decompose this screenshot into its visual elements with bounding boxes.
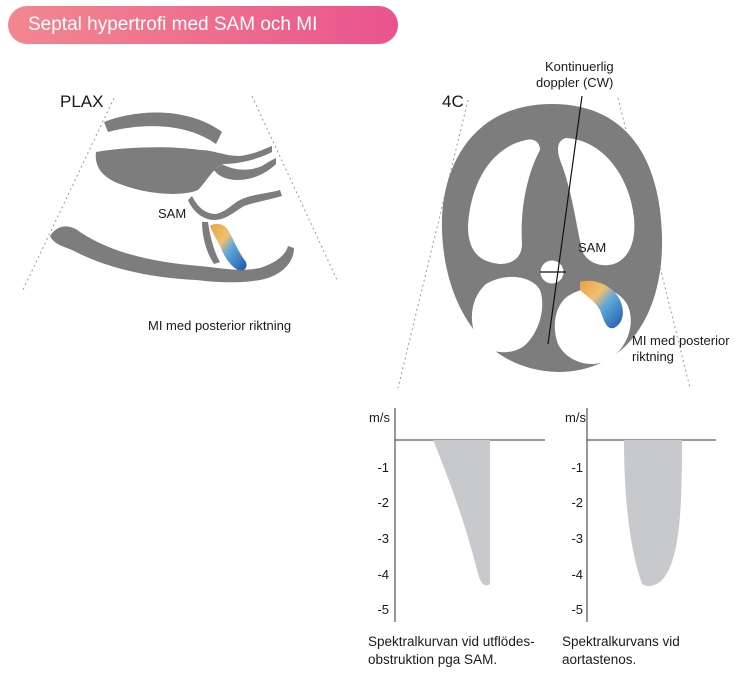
spectrum-1-tick: -5 [377, 602, 389, 617]
4c-cw-doppler-line [547, 95, 583, 345]
four-chamber-view [397, 95, 691, 389]
spectrum-2-tick: -2 [571, 495, 583, 510]
4c-mi-label-line1: MI med posterior [632, 333, 730, 348]
spectrum-2-caption-line2: aortastenos. [562, 652, 637, 667]
plax-posterior-leaflet [202, 222, 220, 264]
4c-mi-label-line2: riktning [632, 349, 674, 364]
spectrum-2-tick: -4 [571, 567, 583, 582]
spectrum-2-tick: -1 [571, 460, 583, 475]
plax-mi-label: MI med posterior riktning [148, 318, 292, 333]
spectrum-1-envelope [433, 440, 490, 586]
4c-ra-cavity [471, 276, 543, 353]
4c-rv-cavity [468, 139, 540, 264]
spectrum-1-tick: -2 [377, 495, 389, 510]
spectrum-2-caption-line1: Spektralkurvans vid [562, 634, 680, 649]
plax-sector-left [21, 97, 115, 293]
4c-sector-left [397, 99, 469, 389]
4c-sam-label: SAM [578, 240, 607, 255]
spectrum-2-unit: m/s [565, 410, 586, 425]
4c-lv-cavity [558, 138, 635, 266]
spectrum-1-tick: -1 [377, 460, 389, 475]
spectrum-1-caption-line2: obstruktion pga SAM. [368, 652, 498, 667]
spectrum-1-tick: -3 [377, 531, 389, 546]
plax-mi-jet [210, 223, 247, 271]
plax-aortic-root [214, 158, 276, 180]
spectrum-2-envelope [624, 440, 682, 587]
spectrum-2-tick: -5 [571, 602, 583, 617]
spectrum-1-caption-line1: Spektralkurvan vid utflödes- [368, 634, 535, 649]
plax-posterior-wall [50, 226, 294, 283]
plax-sector-right [251, 95, 339, 283]
spectrum-chart-2 [586, 408, 716, 622]
4c-mi-jet [580, 280, 623, 329]
spectrum-1-tick: -4 [377, 567, 389, 582]
spectrum-2-tick: -3 [571, 531, 583, 546]
plax-rv-wall [104, 112, 222, 144]
cw-label-line2: doppler (CW) [536, 75, 614, 90]
plax-sam-label: SAM [158, 206, 187, 221]
page-title: Septal hypertrofi med SAM och MI [8, 6, 398, 44]
plax-view [21, 95, 339, 293]
spectrum-chart-1 [394, 408, 545, 622]
plax-label: PLAX [60, 92, 104, 111]
cw-label-line1: Kontinuerlig [545, 59, 614, 74]
plax-sam-leaflet [188, 190, 282, 220]
spectrum-1-unit: m/s [369, 410, 390, 425]
plax-septum [95, 146, 272, 194]
four-chamber-label: 4C [442, 92, 464, 111]
